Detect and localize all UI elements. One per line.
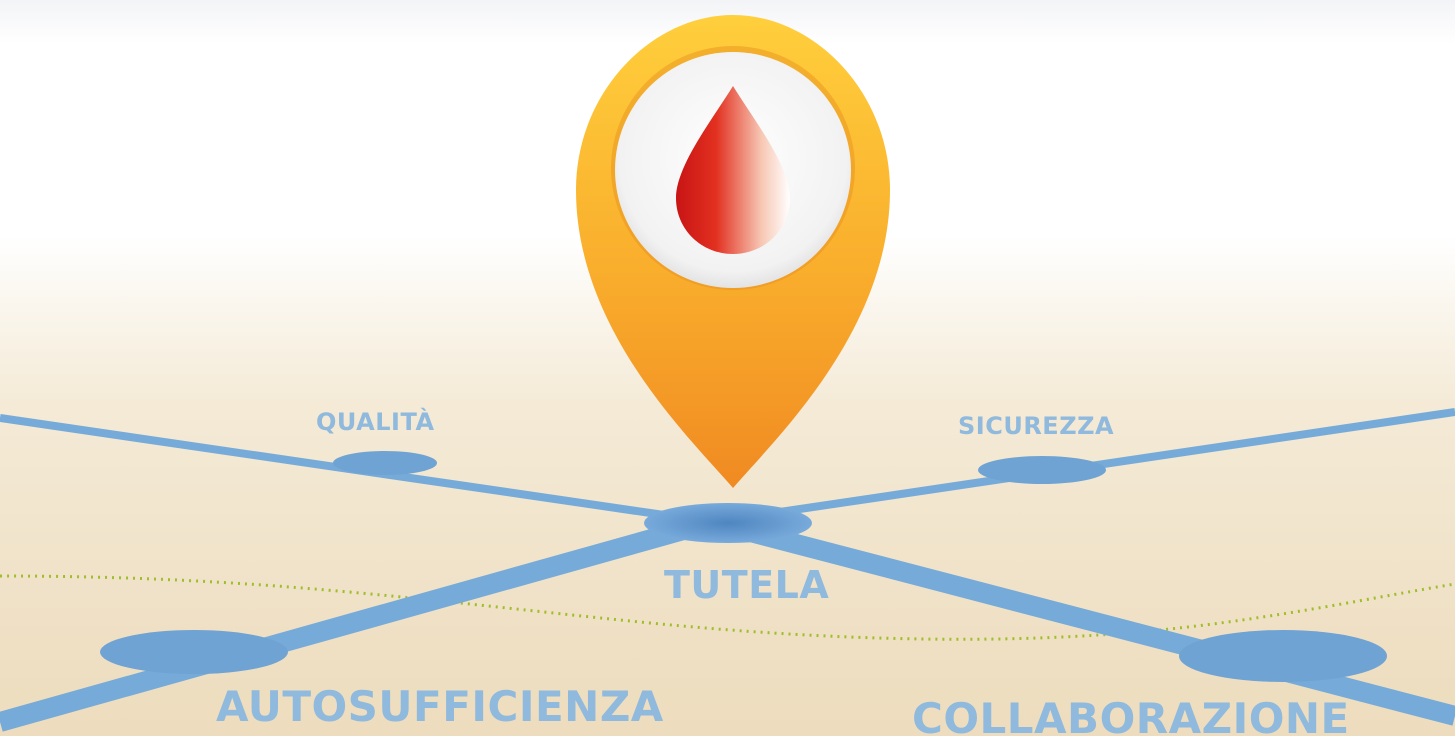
- label-qualita: QUALITÀ: [316, 408, 435, 436]
- node-qualita: [333, 451, 437, 475]
- node-sicurezza: [978, 456, 1106, 484]
- map-pin-icon: [576, 15, 890, 488]
- node-tutela: [644, 503, 812, 543]
- label-autosufficienza: AUTOSUFFICIENZA: [216, 682, 664, 731]
- label-tutela: TUTELA: [664, 563, 830, 607]
- road-collaborazione: [709, 512, 1455, 726]
- node-autosufficienza: [100, 630, 288, 674]
- road-autosufficienza: [0, 512, 715, 732]
- node-collaborazione: [1179, 630, 1387, 682]
- blood-drop-icon: [676, 86, 790, 254]
- label-sicurezza: SICUREZZA: [958, 412, 1115, 440]
- label-collaborazione: COLLABORAZIONE: [912, 694, 1350, 743]
